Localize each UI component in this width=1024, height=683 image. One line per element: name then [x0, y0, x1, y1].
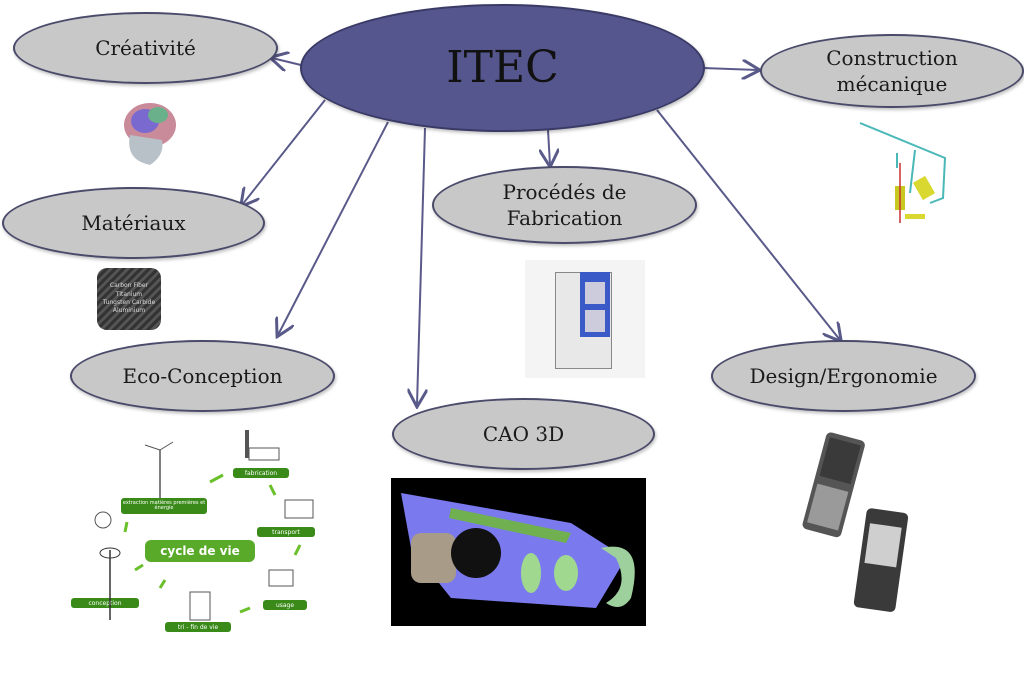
node-cao-3d: CAO 3D [392, 398, 655, 470]
brain-image [124, 103, 176, 165]
arrow-to-design [656, 109, 840, 340]
node-label: Eco-Conception [122, 364, 283, 388]
material-label: Carbon Fiber [109, 282, 149, 290]
life-cycle-step: extraction matières premières et énergie [121, 498, 207, 514]
life-cycle-center: cycle de vie [145, 540, 255, 562]
root-node: ITEC [300, 4, 705, 132]
arrow-to-materiaux [242, 99, 326, 205]
fabrication-machine-image [525, 260, 645, 378]
node-design: Design/Ergonomie [711, 340, 976, 412]
life-cycle-step: fabrication [233, 468, 289, 478]
material-label: Aluminium [112, 307, 146, 315]
node-materiaux: Matériaux [2, 187, 265, 259]
node-label: Créativité [95, 36, 196, 60]
root-label: ITEC [446, 42, 559, 94]
life-cycle-step: conception [71, 598, 139, 608]
arrow-to-creativite [272, 58, 306, 66]
node-label: Construction mécanique [826, 46, 958, 96]
material-label: Titanium [115, 290, 143, 298]
arrow-to-construction [702, 68, 758, 70]
life-cycle-step: tri - fin de vie [165, 622, 231, 632]
arrow-to-procedes [548, 129, 550, 165]
mobile-phones-image [802, 432, 909, 612]
life-cycle-step: transport [257, 527, 315, 537]
mechanism-schematic-image [859, 122, 947, 223]
life-cycle-drawings [94, 430, 314, 621]
arrow-to-eco [278, 121, 389, 335]
node-eco-conception: Eco-Conception [70, 340, 335, 412]
node-label: Design/Ergonomie [749, 364, 938, 388]
cao-3d-render-image [391, 478, 646, 626]
node-creativite: Créativité [13, 12, 278, 84]
node-label: Procédés de Fabrication [502, 180, 627, 230]
node-label: CAO 3D [482, 422, 565, 446]
node-procedes: Procédés de Fabrication [432, 166, 697, 244]
materials-swatch: Carbon Fiber Titanium Tungsten Carbide A… [97, 268, 161, 330]
life-cycle-step: usage [263, 600, 307, 610]
cao-render [401, 493, 635, 608]
material-label: Tungsten Carbide [102, 299, 156, 306]
node-label: Matériaux [81, 211, 186, 235]
life-cycle-diagram: cycle de vie extraction matières premièr… [65, 420, 335, 635]
node-construction: Construction mécanique [760, 34, 1024, 108]
arrow-to-cao [417, 127, 425, 405]
